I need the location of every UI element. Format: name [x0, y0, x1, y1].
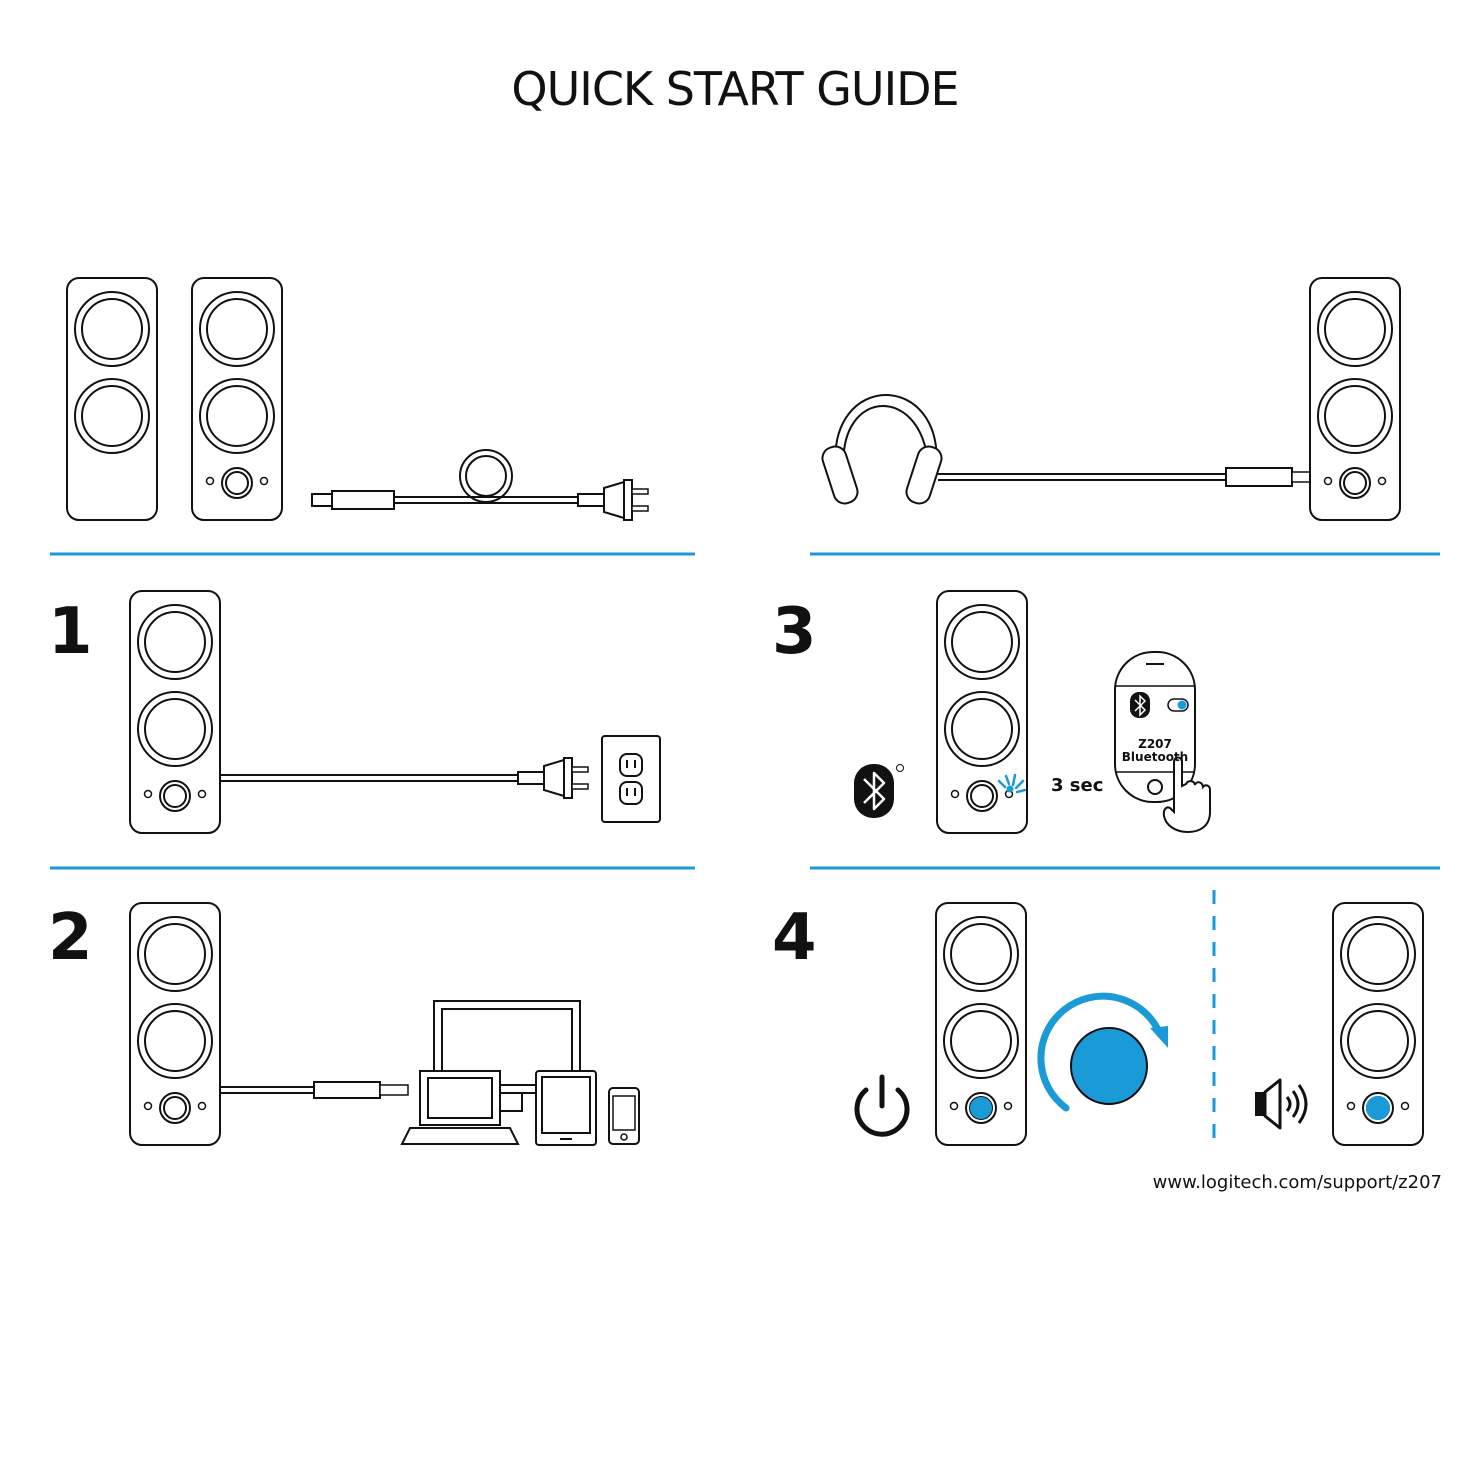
step-number-3: 3: [772, 595, 817, 669]
volume-icon: [1255, 1078, 1308, 1130]
step-number-4: 4: [772, 901, 817, 975]
step-number-1: 1: [48, 595, 93, 669]
speaker-headphone-jack: [1310, 278, 1400, 520]
pointing-hand-icon: [1162, 756, 1211, 834]
hold-duration-label: 3 sec: [1051, 775, 1104, 796]
page-title: QUICK START GUIDE: [511, 62, 959, 116]
box-contents-illustration: [66, 277, 649, 521]
section-dividers: [50, 552, 1440, 870]
headphone-illustration: [821, 278, 1400, 520]
power-icon: [854, 1074, 910, 1137]
speaker-left: [66, 277, 158, 521]
step2-illustration: [130, 903, 640, 1146]
step1-illustration: [130, 591, 661, 833]
phone-device-name: Z207 Bluetooth: [1115, 738, 1195, 764]
support-url: www.logitech.com/support/z207: [1152, 1172, 1442, 1193]
bluetooth-icon: [854, 764, 904, 818]
phone-device-type: Bluetooth: [1121, 750, 1189, 764]
step-number-2: 2: [48, 901, 93, 975]
phone-device-model: Z207: [1138, 737, 1172, 751]
step3-illustration: [937, 591, 1027, 833]
speaker-right: [192, 278, 282, 520]
step4-illustration: [936, 890, 1423, 1145]
